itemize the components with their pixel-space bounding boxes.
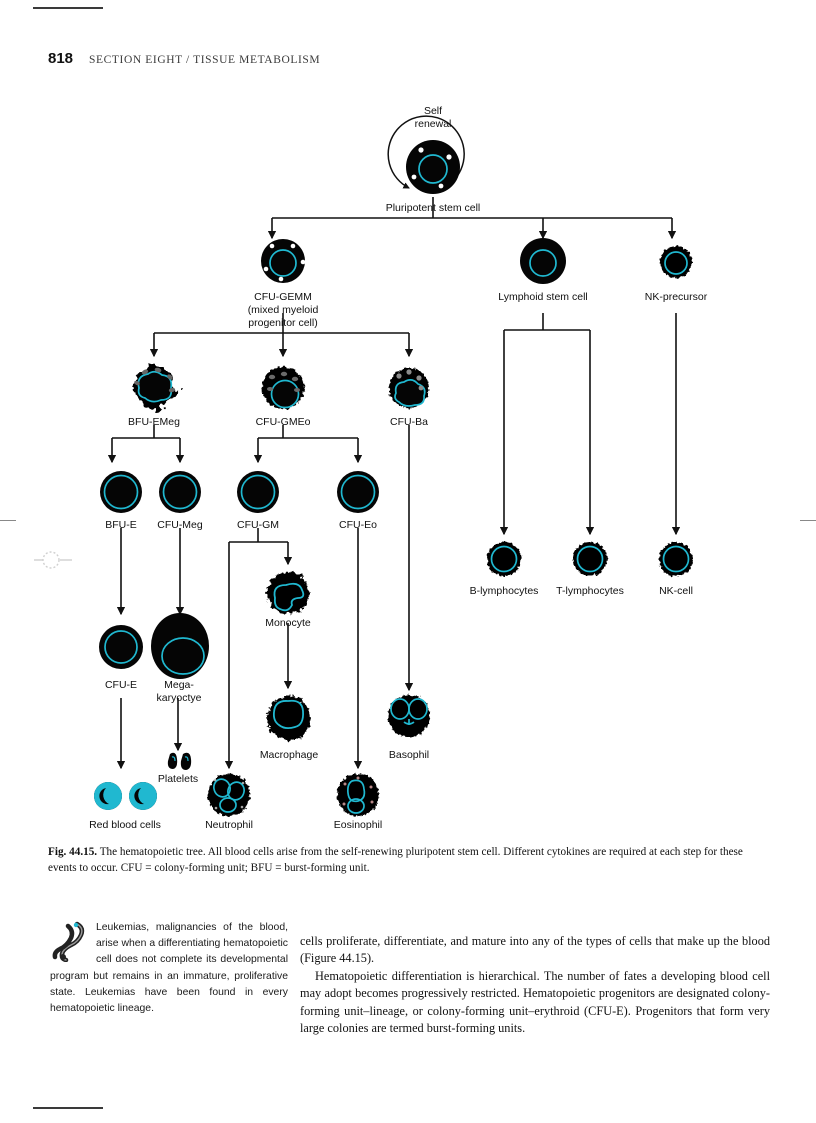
label-neutrophil: Neutrophil (205, 819, 253, 831)
label-bfu-e: BFU-E (105, 519, 137, 531)
cell-eosinophil (337, 774, 379, 816)
cell-cfu-meg (159, 471, 201, 513)
crop-mark-right (800, 520, 816, 521)
label-cfu-gemm-line1: CFU-GEMM (254, 291, 312, 303)
clinical-note-column: Leukemias, malignancies of the blood, ar… (50, 920, 288, 1017)
cell-nk-cell (659, 542, 693, 576)
clinical-note-text: Leukemias, malignancies of the blood, ar… (50, 922, 288, 1015)
crop-mark-left (0, 520, 16, 521)
cell-pluripotent-stem-cell (406, 140, 460, 194)
label-cfu-gmeo: CFU-GMEo (256, 416, 311, 428)
label-lymphoid-stem-cell: Lymphoid stem cell (498, 291, 587, 303)
cell-cfu-gm (237, 471, 279, 513)
label-cfu-gemm-line2: (mixed myeloid (248, 304, 319, 316)
cell-bfu-emeg (132, 365, 176, 409)
label-platelets: Platelets (158, 773, 198, 785)
crop-mark-bottom (33, 1107, 103, 1109)
cell-cfu-gmeo (262, 367, 304, 409)
connector-lines (107, 197, 681, 770)
label-cfu-gm: CFU-GM (237, 519, 279, 531)
figure-caption: Fig. 44.15. The hematopoietic tree. All … (48, 845, 770, 876)
label-cfu-meg: CFU-Meg (157, 519, 203, 531)
label-nk-cell: NK-cell (659, 585, 693, 597)
self-renewal-label-line1: Self (424, 105, 442, 117)
label-t-lymphocytes: T-lymphocytes (556, 585, 624, 597)
cell-lymphoid-stem-cell (520, 238, 566, 284)
label-cfu-ba: CFU-Ba (390, 416, 428, 428)
label-nk-precursor: NK-precursor (645, 291, 708, 303)
main-text-column: cells proliferate, differentiate, and ma… (300, 933, 770, 1037)
label-b-lymphocytes: B-lymphocytes (470, 585, 539, 597)
label-megakaryocyte-line1: Mega- (164, 679, 194, 691)
cell-cfu-eo (337, 471, 379, 513)
cell-t-lymphocytes (573, 542, 607, 576)
cell-cfu-ba (389, 368, 429, 408)
margin-registration-mark (34, 551, 72, 569)
label-bfu-emeg: BFU-EMeg (128, 416, 180, 428)
running-head: 818 SECTION EIGHT / TISSUE METABOLISM (48, 50, 320, 67)
label-cfu-eo: CFU-Eo (339, 519, 377, 531)
label-pluripotent-stem-cell: Pluripotent stem cell (386, 202, 481, 214)
label-red-blood-cells: Red blood cells (89, 819, 161, 831)
label-eosinophil: Eosinophil (334, 819, 382, 831)
label-macrophage: Macrophage (260, 749, 319, 761)
cell-platelets (167, 752, 192, 770)
cell-basophil (388, 695, 430, 737)
cell-red-blood-cells (94, 782, 157, 810)
self-renewal-arc (387, 115, 465, 189)
cell-nk-precursor (660, 246, 692, 278)
cell-cfu-e (99, 625, 143, 669)
label-megakaryocyte-line2: karyoctye (157, 692, 202, 704)
label-basophil: Basophil (389, 749, 429, 761)
main-paragraph-2: Hematopoietic differentiation is hierarc… (300, 968, 770, 1036)
crop-mark-top (33, 7, 103, 9)
cell-neutrophil (208, 774, 250, 816)
clinical-snake-icon (52, 921, 85, 962)
label-cfu-e: CFU-E (105, 679, 137, 691)
hematopoietic-tree-figure: Self renewal Pluripotent stem cell CFU-G… (0, 78, 816, 838)
cell-cfu-gemm (261, 239, 306, 283)
main-paragraph-1: cells proliferate, differentiate, and ma… (300, 934, 770, 966)
cell-b-lymphocytes (487, 542, 521, 576)
figure-caption-text: The hematopoietic tree. All blood cells … (48, 846, 743, 874)
page-folio: 818 (48, 50, 74, 67)
cell-monocyte (267, 572, 309, 614)
figure-caption-label: Fig. 44.15. (48, 846, 98, 858)
label-monocyte: Monocyte (265, 617, 311, 629)
cell-megakaryocyte (151, 613, 209, 679)
self-renewal-label-line2: renewal (415, 118, 452, 130)
section-title: SECTION EIGHT / TISSUE METABOLISM (89, 54, 321, 66)
cell-bfu-e (100, 471, 142, 513)
label-cfu-gemm-line3: progenitor cell) (248, 317, 317, 329)
cell-macrophage (267, 696, 311, 740)
